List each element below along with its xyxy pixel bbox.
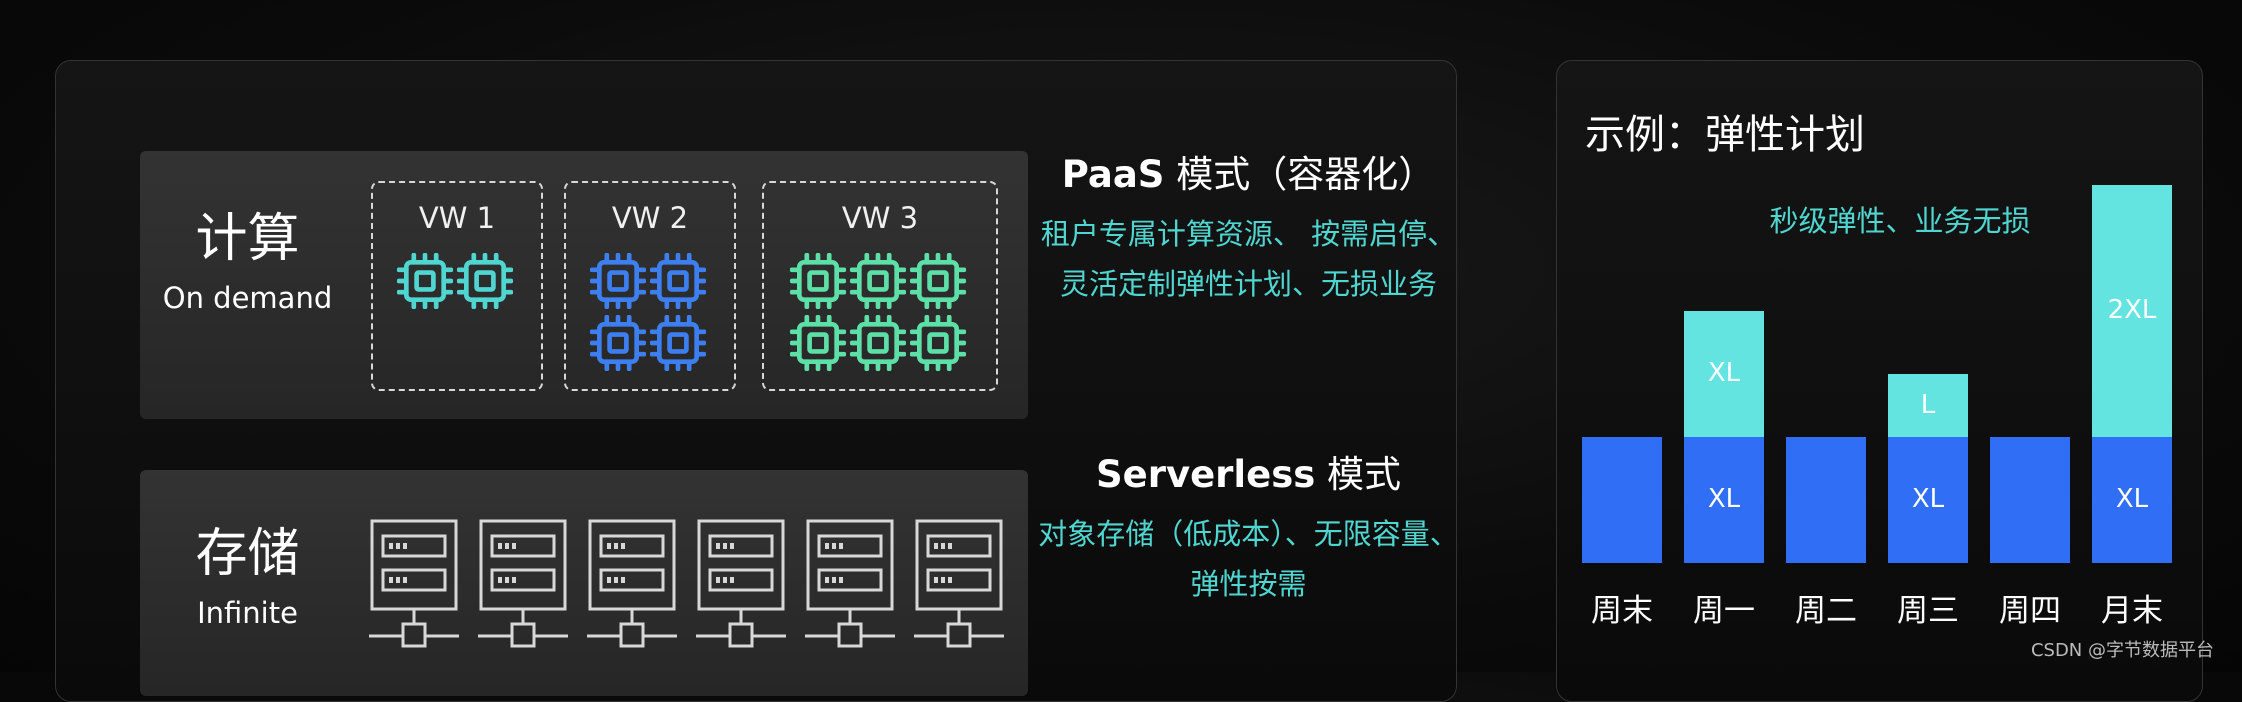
serverless-label: Serverless [1095, 453, 1316, 496]
base-bar: XL [1684, 437, 1764, 563]
serverless-description: 对象存储（低成本）、无限容量、 弹性按需 [1016, 509, 1481, 609]
chip-icon [589, 252, 647, 313]
vw-label: VW 2 [611, 201, 689, 235]
serverless-suffix: 模式 [1315, 453, 1402, 496]
serverless-mode-title: Serverless 模式 [1041, 444, 1456, 498]
server-icon [696, 518, 786, 652]
chip-icon [456, 252, 514, 313]
server-icon [805, 518, 895, 652]
server-icon [914, 518, 1004, 652]
bar-label: XL [2115, 484, 2149, 514]
extra-bar: L [1888, 374, 1968, 437]
example-subtitle: 秒级弹性、业务无损 [1769, 204, 2031, 238]
virtual-warehouse-1: VW 1 [371, 181, 543, 391]
serverless-desc-line: 对象存储（低成本）、无限容量、 [1038, 517, 1459, 551]
chip-icon [396, 252, 454, 313]
base-bar: XL [2092, 437, 2172, 563]
paas-description: 租户专属计算资源、 按需启停、 灵活定制弹性计划、无损业务 [1016, 209, 1481, 309]
base-bar [1582, 437, 1662, 563]
chip-icon [589, 314, 647, 375]
bar-label: XL [1707, 358, 1741, 388]
paas-desc-line: 灵活定制弹性计划、无损业务 [1059, 267, 1437, 301]
bar-label: 2XL [2107, 295, 2157, 325]
architecture-panel: 计算 On demand VW 1 VW 2 VW 3 PaaS 模式（容器化）… [55, 60, 1459, 702]
chip-icon [789, 252, 847, 313]
bar-label: XL [1707, 484, 1741, 514]
paas-mode-title: PaaS 模式（容器化） [1041, 144, 1456, 198]
day-label: 周二 [1795, 593, 1857, 629]
example-title: 示例：弹性计划 [1585, 112, 1865, 158]
bar-label: XL [1911, 484, 1945, 514]
base-bar [1990, 437, 2070, 563]
vw-label: VW 3 [841, 201, 919, 235]
server-icon [587, 518, 677, 652]
chip-icon [849, 314, 907, 375]
virtual-warehouse-2: VW 2 [564, 181, 736, 391]
serverless-desc-line: 弹性按需 [1190, 567, 1307, 601]
virtual-warehouse-3: VW 3 [762, 181, 998, 391]
vw-label: VW 1 [418, 201, 496, 235]
compute-subtitle: On demand [162, 281, 333, 315]
server-icon [478, 518, 568, 652]
chip-icon [849, 252, 907, 313]
storage-title: 存储 [195, 524, 300, 584]
day-label: 月末 [2101, 593, 2163, 629]
day-label: 周一 [1693, 593, 1755, 629]
paas-desc-line: 租户专属计算资源、 按需启停、 [1040, 217, 1457, 251]
storage-row: 存储 Infinite [140, 470, 1028, 696]
storage-subtitle: Infinite [197, 596, 298, 630]
server-icon [369, 518, 459, 652]
chip-icon [649, 314, 707, 375]
compute-heading: 计算 On demand [160, 213, 335, 315]
chip-icon [909, 314, 967, 375]
chip-icon [649, 252, 707, 313]
storage-heading: 存储 Infinite [160, 528, 335, 630]
chip-icon [909, 252, 967, 313]
compute-title: 计算 [195, 209, 300, 269]
base-bar [1786, 437, 1866, 563]
extra-bar: 2XL [2092, 185, 2172, 437]
day-label: 周四 [1999, 593, 2061, 629]
extra-bar: XL [1684, 311, 1764, 437]
compute-row: 计算 On demand VW 1 VW 2 VW 3 [140, 151, 1028, 419]
paas-label: PaaS [1061, 153, 1165, 196]
day-label: 周三 [1897, 593, 1959, 629]
bar-label: L [1920, 389, 1936, 420]
paas-suffix: 模式（容器化） [1164, 153, 1436, 196]
watermark: CSDN @字节数据平台 [2030, 640, 2214, 661]
day-label: 周末 [1591, 593, 1653, 629]
chip-icon [789, 314, 847, 375]
base-bar: XL [1888, 437, 1968, 563]
